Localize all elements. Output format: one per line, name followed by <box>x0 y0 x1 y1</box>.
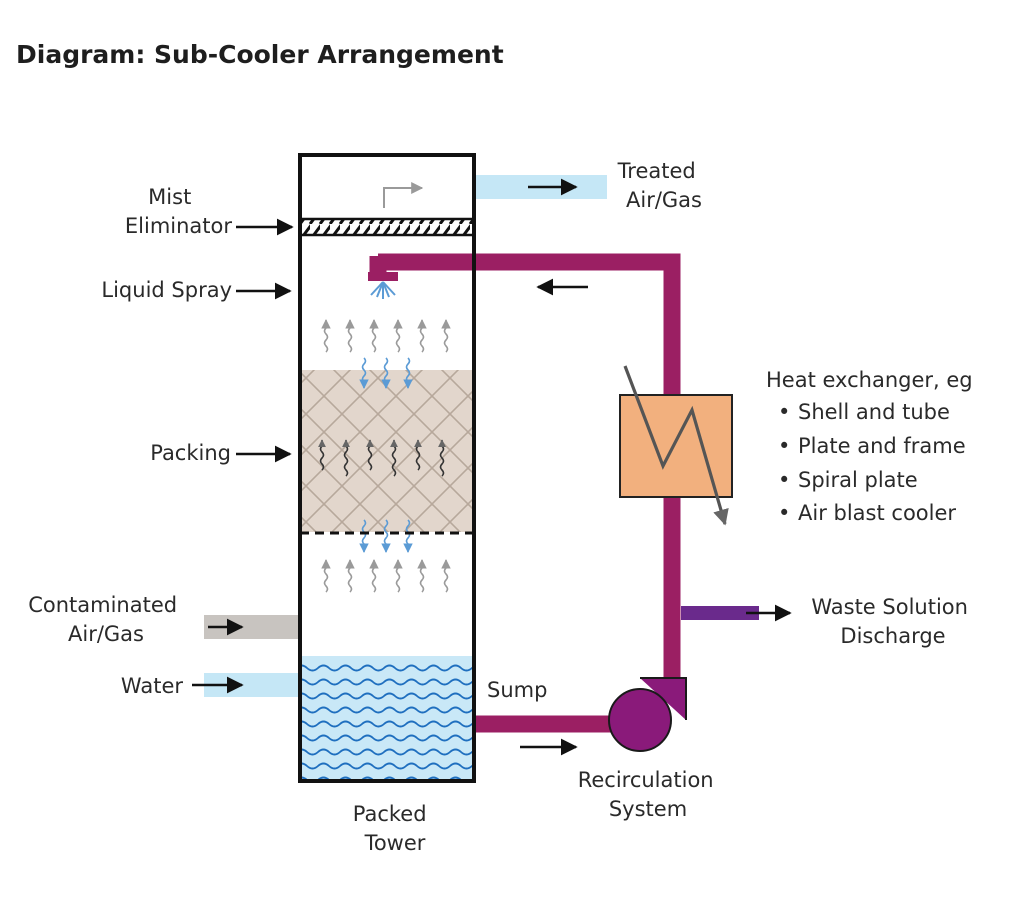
page-title: Diagram: Sub-Cooler Arrangement <box>16 40 504 69</box>
liquid-arrows <box>359 357 413 553</box>
packing-label: Packing <box>150 441 231 465</box>
water-wave <box>301 706 473 714</box>
waste-solution-label: Waste Solution Discharge <box>811 595 974 648</box>
contaminated-label: Contaminated Air/Gas <box>28 593 184 646</box>
vapor-arrow <box>369 319 379 353</box>
vapor-arrow <box>369 559 379 593</box>
vapor-arrow <box>441 559 451 593</box>
packing-flow-arrow <box>342 439 350 477</box>
liquid-arrow <box>381 357 391 389</box>
recirculation-pump <box>608 688 672 752</box>
vapor-arrow <box>417 319 427 353</box>
sump-label: Sump <box>487 678 547 702</box>
recirculation-label: Recirculation System <box>578 768 721 821</box>
liquid-arrow <box>359 519 369 553</box>
example-item: Plate and frame <box>798 434 966 458</box>
example-bullet: • <box>778 468 790 492</box>
mist-eliminator <box>298 217 476 237</box>
liquid-arrow <box>381 519 391 553</box>
vapor-arrow <box>393 319 403 353</box>
sump-water <box>300 656 474 781</box>
vapor-arrow <box>345 319 355 353</box>
water-wave <box>301 720 473 728</box>
liquid-arrow <box>403 519 413 553</box>
packing-flow-arrow <box>366 439 374 471</box>
vapor-arrow <box>393 559 403 593</box>
treated-air-label: Treated Air/Gas <box>617 159 703 212</box>
water-wave <box>301 692 473 700</box>
heat-exchanger-examples: • Shell and tube • Plate and frame • Spi… <box>778 400 966 525</box>
water-wave <box>301 734 473 742</box>
packed-tower <box>298 153 476 783</box>
liquid-arrow <box>359 357 369 389</box>
spray-jets <box>370 281 396 299</box>
water-label: Water <box>121 674 183 698</box>
example-item: Shell and tube <box>798 400 950 424</box>
spray-nozzle <box>368 272 398 281</box>
water-wave <box>301 664 473 672</box>
outlet-gas-arrow <box>383 182 424 208</box>
packed-tower-label: Packed Tower <box>353 802 434 855</box>
water-wave <box>301 762 473 770</box>
vapor-arrows <box>321 319 451 593</box>
packing-flow-arrows <box>318 439 446 477</box>
waste-discharge-pipe <box>681 606 759 620</box>
packing-flow-arrow <box>318 439 326 471</box>
water-wave <box>301 748 473 756</box>
packing-flow-arrow <box>414 439 422 471</box>
packing-flow-arrow <box>390 439 398 477</box>
mist-eliminator-label: Mist Eliminator <box>125 185 232 238</box>
packing-bed <box>300 370 474 532</box>
heat-exchanger <box>619 394 733 498</box>
packing-flow-arrow <box>438 439 446 477</box>
liquid-spray-label: Liquid Spray <box>101 278 232 302</box>
water-waves <box>301 664 473 780</box>
example-item: Air blast cooler <box>798 501 956 525</box>
example-bullet: • <box>778 434 790 458</box>
example-bullet: • <box>778 400 790 424</box>
example-bullet: • <box>778 501 790 525</box>
water-wave <box>301 678 473 686</box>
example-item: Spiral plate <box>798 468 918 492</box>
heat-exchanger-coil <box>623 365 729 526</box>
vapor-arrow <box>321 319 331 353</box>
vapor-arrow <box>417 559 427 593</box>
vapor-arrow <box>345 559 355 593</box>
vapor-arrow <box>441 319 451 353</box>
vapor-arrow <box>321 559 331 593</box>
heat-exchanger-heading: Heat exchanger, eg <box>766 368 973 392</box>
liquid-arrow <box>403 357 413 389</box>
